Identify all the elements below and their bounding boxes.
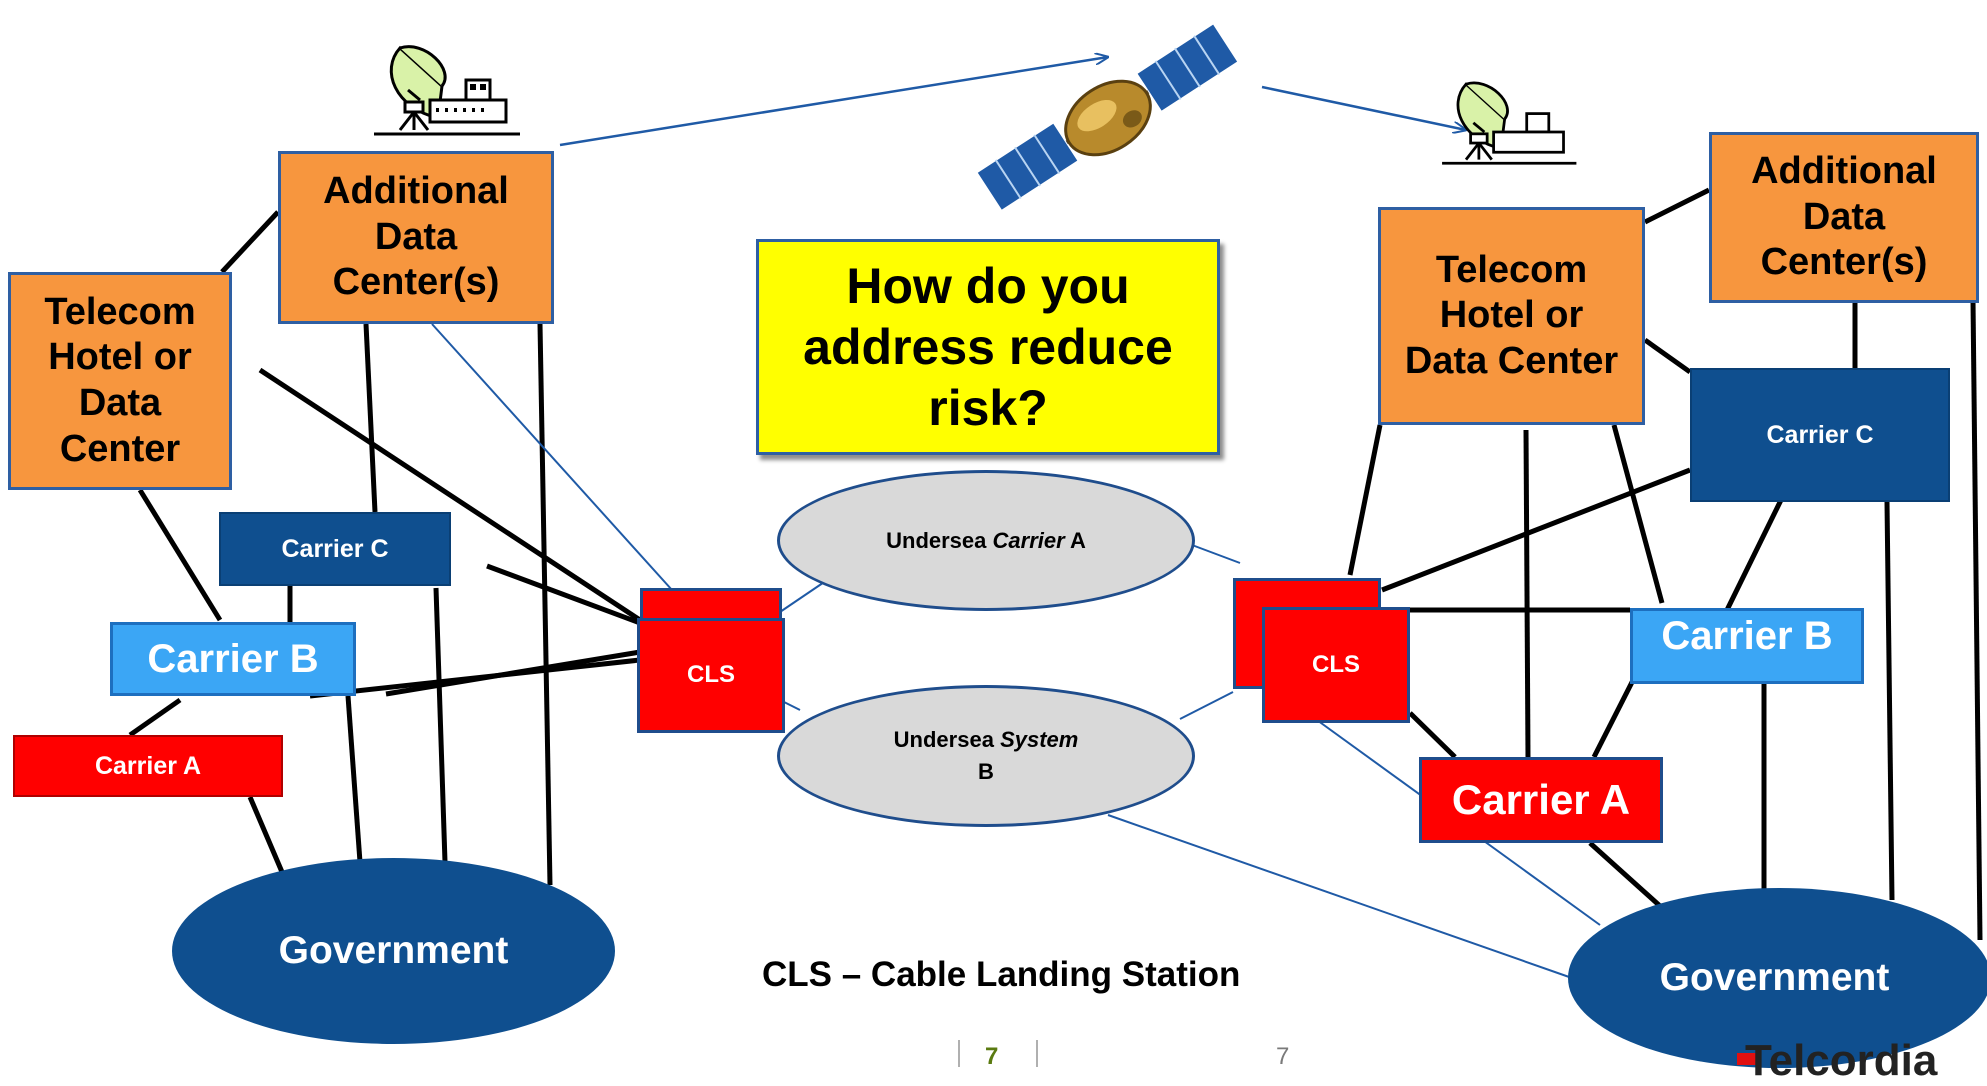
right-carrier-b: Carrier B xyxy=(1630,608,1864,684)
left-cls: CLS xyxy=(637,618,785,733)
page-divider-left xyxy=(958,1040,960,1067)
right-carrier-b-label: Carrier B xyxy=(1661,614,1833,658)
right-carrier-c: Carrier C xyxy=(1690,368,1950,502)
undersea-system-b-label: Undersea System B xyxy=(814,724,1159,788)
left-government-label: Government xyxy=(278,929,509,972)
right-black-links xyxy=(1347,187,1983,941)
cls-legend: CLS – Cable Landing Station xyxy=(762,955,1241,994)
page-number: 7 xyxy=(985,1043,999,1070)
risk-question-box: How do you address reduce risk? xyxy=(756,239,1220,455)
right-cls: CLS xyxy=(1262,607,1410,723)
left-cls-label: CLS xyxy=(687,661,735,689)
left-carrier-b: Carrier B xyxy=(110,622,356,696)
left-carrier-c: Carrier C xyxy=(219,512,451,586)
undersea-carrier-a: Undersea Carrier A xyxy=(777,470,1195,611)
right-carrier-a: Carrier A xyxy=(1419,757,1663,843)
left-carrier-a: Carrier A xyxy=(13,735,283,797)
undersea-carrier-a-prefix: Undersea xyxy=(886,527,987,553)
logo-icon xyxy=(1737,1053,1759,1065)
uplink-arrow xyxy=(559,57,1108,147)
satellite-dish-icon xyxy=(436,84,486,112)
left-telecom-hotel-label: Telecom Hotel or Data Center xyxy=(44,290,196,470)
undersea-system-b-suffix: B xyxy=(978,759,994,784)
satellite-icon xyxy=(975,21,1240,213)
right-government-label: Government xyxy=(1659,956,1890,999)
page-divider-right xyxy=(1036,1040,1038,1067)
right-telecom-hotel: Telecom Hotel or Data Center xyxy=(1378,207,1645,425)
left-government: Government xyxy=(172,858,615,1044)
undersea-system-b-prefix: Undersea xyxy=(893,727,994,753)
satellite-dish-icon xyxy=(374,45,520,136)
right-carrier-a-label: Carrier A xyxy=(1451,775,1631,823)
left-black-links xyxy=(128,210,642,886)
undersea-carrier-a-suffix: A xyxy=(1069,527,1086,553)
right-telecom-hotel-label: Telecom Hotel or Data Center xyxy=(1404,248,1619,382)
right-additional-data-center-label: Additional Data Center(s) xyxy=(1751,150,1937,284)
undersea-carrier-a-label: Undersea Carrier A xyxy=(886,525,1086,557)
left-carrier-a-label: Carrier A xyxy=(94,752,202,780)
right-cls-label: CLS xyxy=(1312,650,1360,678)
right-government: Government xyxy=(1568,888,1987,1068)
undersea-carrier-a-italic: Carrier xyxy=(992,527,1065,553)
page-number-secondary: 7 xyxy=(1276,1043,1290,1070)
downlink-arrow xyxy=(1261,85,1466,130)
right-carrier-c-label: Carrier C xyxy=(1766,421,1874,449)
undersea-system-b: Undersea System B xyxy=(777,685,1195,827)
left-carrier-c-label: Carrier C xyxy=(281,535,389,563)
undersea-system-b-italic: System xyxy=(1000,727,1079,753)
left-additional-data-center: Additional Data Center(s) xyxy=(278,151,554,324)
satellite-dish-icon xyxy=(1442,81,1577,165)
risk-question-text: How do you address reduce risk? xyxy=(803,257,1173,436)
left-telecom-hotel: Telecom Hotel or Data Center xyxy=(8,272,232,490)
company-logo: Telcordia xyxy=(1745,1036,1938,1085)
left-additional-data-center-label: Additional Data Center(s) xyxy=(323,170,509,304)
right-additional-data-center: Additional Data Center(s) xyxy=(1709,132,1979,303)
left-carrier-b-label: Carrier B xyxy=(147,637,319,681)
